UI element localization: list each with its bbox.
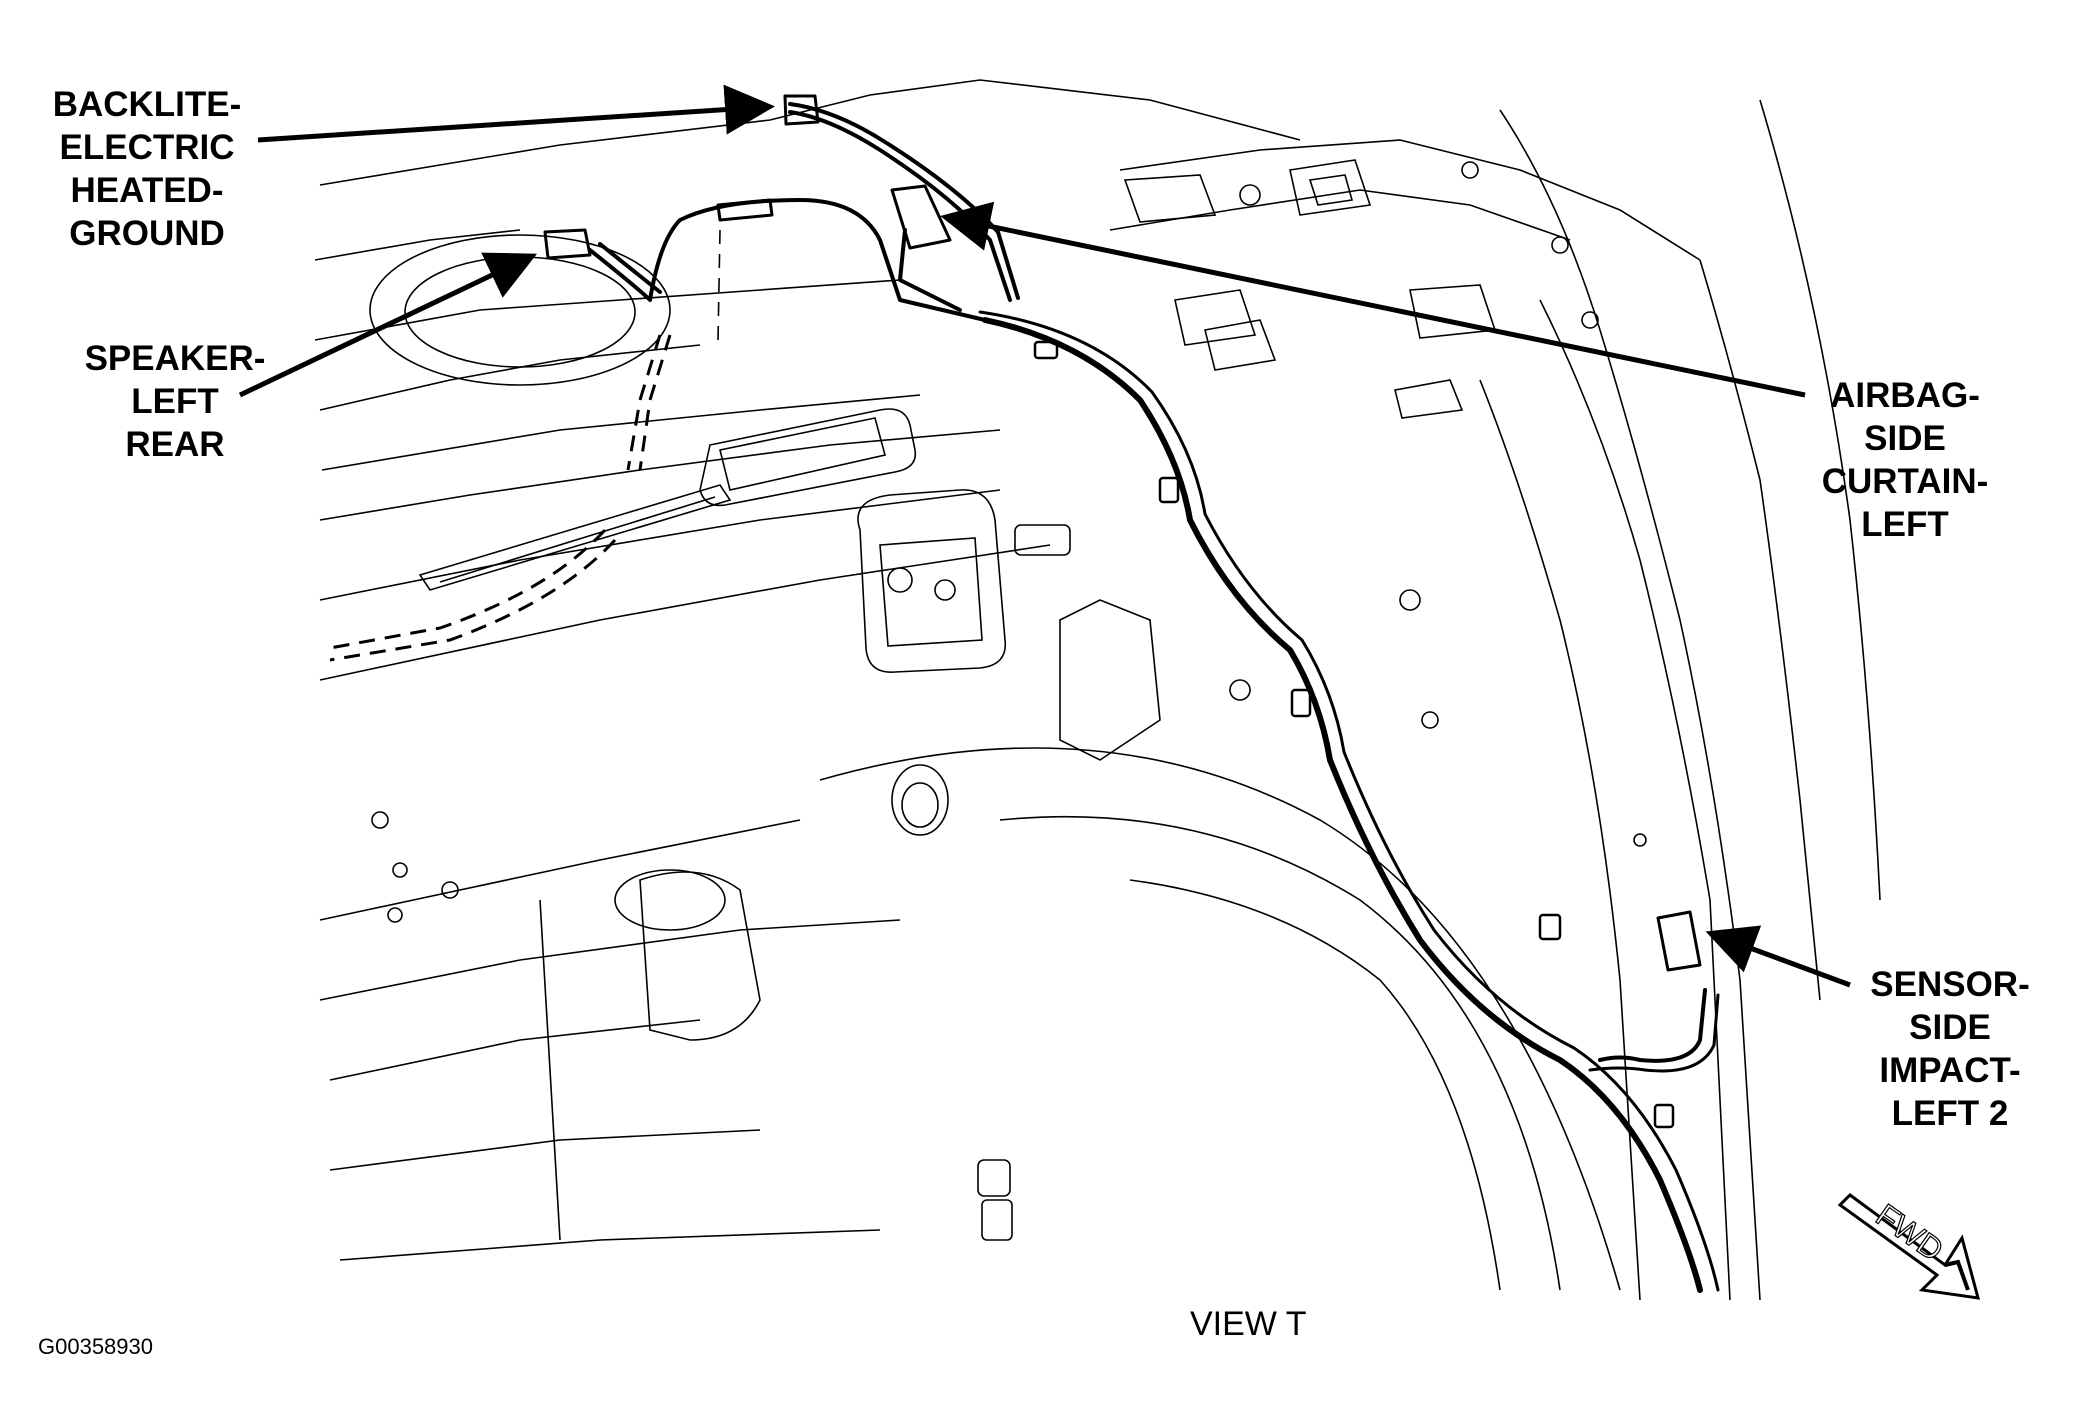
fwd-label: FWD (1870, 1197, 1950, 1268)
callout-line: SIDE (1909, 1008, 1991, 1047)
callout-line: HEATED- (70, 171, 224, 210)
figure-id: G00358930 (38, 1334, 153, 1359)
callout-line: BACKLITE- (52, 85, 242, 124)
callout-line: LEFT (1861, 505, 1949, 544)
callout-line: IMPACT- (1879, 1051, 2021, 1090)
callout-speaker-left-rear: SPEAKER- LEFT REAR (65, 337, 285, 466)
callout-line: LEFT (131, 382, 219, 421)
callout-line: REAR (125, 425, 225, 464)
callout-line: CURTAIN- (1821, 462, 1989, 501)
fwd-arrow-icon (1837, 1193, 1981, 1300)
callout-line: SENSOR- (1870, 965, 2030, 1004)
backlite-leader (257, 84, 775, 143)
callout-backlite-electric-heated-ground: BACKLITE- ELECTRIC HEATED- GROUND (32, 83, 262, 255)
view-title: VIEW T (1190, 1305, 1307, 1343)
callout-line: SPEAKER- (84, 339, 266, 378)
body-panels (314, 79, 1881, 1301)
fwd-direction-marker: FWD (1837, 1193, 1981, 1300)
callout-line: SIDE (1864, 419, 1946, 458)
sensor-leader (1705, 925, 1851, 988)
wire-harness (543, 94, 1720, 1293)
speaker-leader (238, 252, 538, 398)
callout-airbag-side-curtain-left: AIRBAG- SIDE CURTAIN- LEFT (1795, 374, 2015, 546)
callout-line: GROUND (69, 214, 225, 253)
callout-sensor-side-impact-left-2: SENSOR- SIDE IMPACT- LEFT 2 (1840, 963, 2060, 1135)
callout-line: LEFT 2 (1891, 1094, 2009, 1133)
airbag-leader (940, 201, 1806, 398)
callout-line: ELECTRIC (59, 128, 235, 167)
callout-line: AIRBAG- (1830, 376, 1980, 415)
leader-arrows (238, 84, 1851, 988)
